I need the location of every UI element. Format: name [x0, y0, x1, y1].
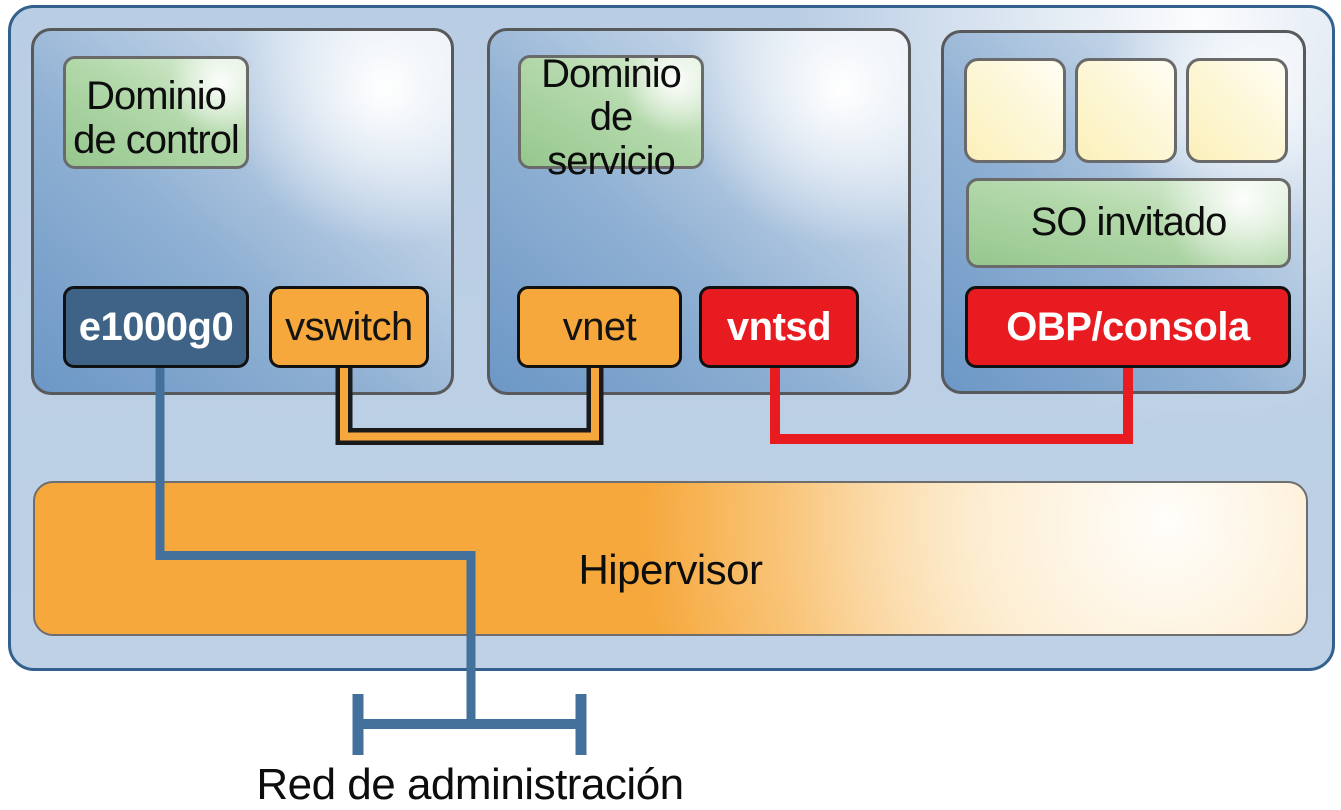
chip-e1000g0: e1000g0	[63, 286, 249, 368]
chip-vntsd: vntsd	[699, 286, 859, 368]
control-domain-label-text: Dominio de control	[73, 74, 240, 162]
control-domain-box: Dominio de control e1000g0 vswitch	[31, 28, 454, 395]
service-domain-label-text: Dominio de servicio	[541, 52, 682, 183]
management-network-label: Red de administración	[200, 760, 740, 810]
vm-placeholder-2	[1075, 58, 1177, 163]
chip-e1000g0-text: e1000g0	[78, 304, 234, 349]
vm-placeholder-1	[964, 58, 1066, 163]
chip-vnet-text: vnet	[562, 304, 637, 349]
control-domain-label: Dominio de control	[63, 56, 249, 169]
chip-obp-consola: OBP/consola	[965, 286, 1291, 368]
guest-os-label-text: SO invitado	[1030, 200, 1228, 245]
service-domain-box: Dominio de servicio vnet vntsd	[487, 28, 911, 395]
chip-vnet: vnet	[517, 286, 682, 368]
hypervisor-label: Hipervisor	[578, 545, 763, 593]
chip-obp-consola-text: OBP/consola	[1006, 304, 1250, 349]
vm-placeholder-3	[1186, 58, 1288, 163]
guest-domain-box: SO invitado OBP/consola	[941, 30, 1306, 394]
guest-os-label: SO invitado	[966, 178, 1291, 268]
chip-vswitch: vswitch	[269, 286, 429, 368]
service-domain-label: Dominio de servicio	[518, 53, 704, 182]
server-container: Dominio de control e1000g0 vswitch Domin…	[8, 5, 1335, 671]
chip-vntsd-text: vntsd	[726, 304, 832, 349]
chip-vswitch-text: vswitch	[285, 304, 413, 349]
hypervisor-bar: Hipervisor	[33, 481, 1308, 636]
management-network-label-text: Red de administración	[256, 760, 684, 809]
